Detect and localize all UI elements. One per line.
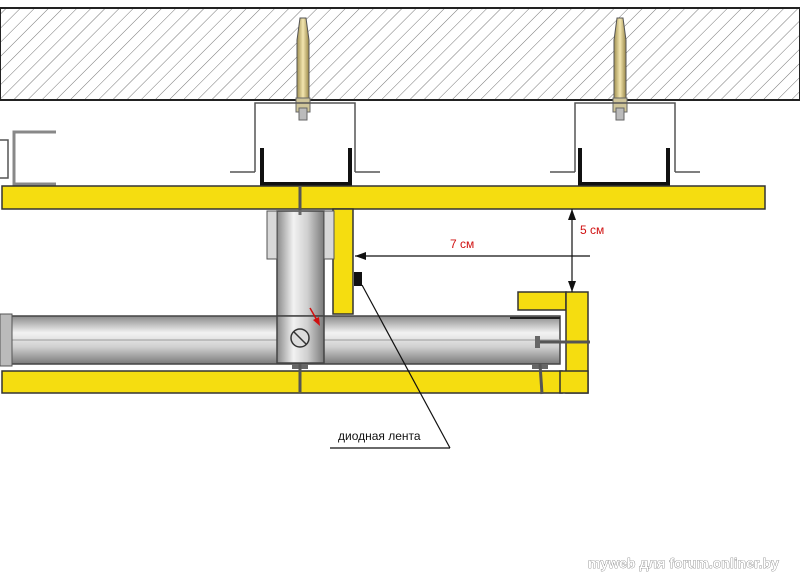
- drywall-drop-vertical: [332, 208, 354, 315]
- red-arrow: [309, 307, 320, 326]
- bottom-drywall-strip: [1, 370, 563, 394]
- hanger-right: [550, 102, 700, 173]
- wall-profile-top: [0, 130, 56, 186]
- main-drywall-sheet: [1, 185, 766, 210]
- ceiling-anchor-right: [612, 17, 628, 121]
- screw-side-right: [535, 336, 590, 348]
- led-strip-label: диодная лента: [338, 429, 421, 443]
- led-leader-line: [330, 284, 451, 449]
- dimension-7cm-label: 7 см: [450, 237, 474, 251]
- dimension-horizontal: [355, 252, 590, 260]
- dimension-5cm-label: 5 см: [580, 223, 604, 237]
- screw-bottom-center: [292, 364, 308, 392]
- ceiling-profile-left: [260, 148, 352, 186]
- ceiling-anchor-left: [295, 17, 311, 121]
- dimension-vertical: [568, 209, 576, 292]
- concrete-slab: [0, 7, 800, 101]
- profile-junction: [276, 315, 325, 364]
- led-strip: [354, 272, 362, 286]
- ceiling-profile-right: [578, 148, 670, 186]
- screw-bottom-right: [532, 363, 548, 395]
- watermark: myweb для forum.onliner.by: [588, 555, 779, 571]
- hanger-left: [230, 102, 380, 173]
